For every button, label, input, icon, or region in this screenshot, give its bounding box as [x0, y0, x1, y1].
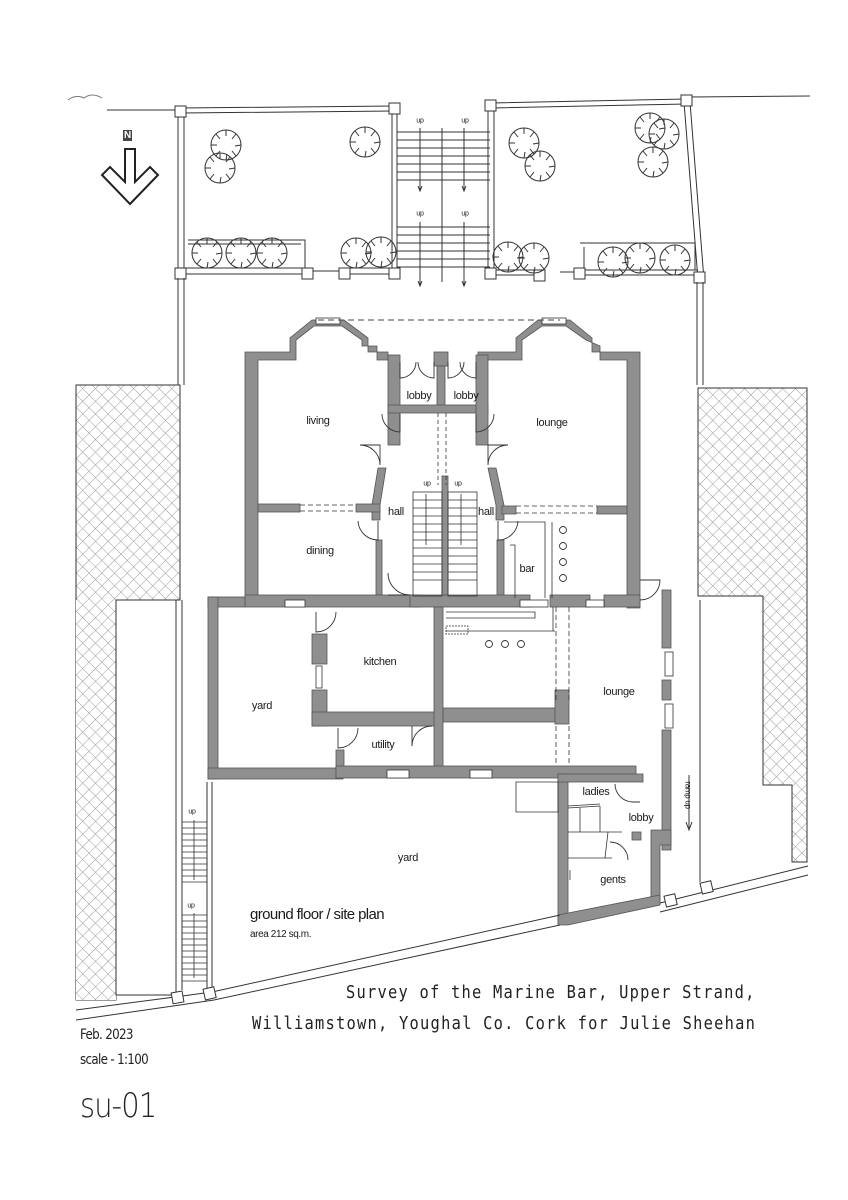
- door-swings: [315, 361, 661, 861]
- stair-up-label: up: [461, 117, 469, 125]
- survey-title-line-2: Williamstown, Youghal Co. Cork for Julie…: [252, 1014, 757, 1034]
- stair-up-label: up: [461, 210, 469, 218]
- stair-up-label: up: [454, 480, 462, 488]
- fixtures: [485, 526, 567, 648]
- room-label-utility: utility: [371, 739, 395, 751]
- stair-up-label: up: [423, 480, 431, 488]
- scribble-mark: [67, 94, 103, 101]
- room-label-dining: dining: [306, 545, 334, 557]
- room-label-lobby-right: lobby: [453, 390, 479, 402]
- stair-up-label: up: [188, 808, 196, 816]
- front-steps: [397, 128, 490, 288]
- stair-up-label: up: [416, 117, 424, 125]
- room-label-hall-left: hall: [388, 506, 404, 518]
- room-label-lobby-left: lobby: [406, 390, 432, 402]
- room-label-lounge-rear: lounge: [603, 686, 635, 698]
- room-label-kitchen: kitchen: [363, 656, 397, 668]
- front-garden-right: [484, 94, 706, 284]
- building-walls: [207, 319, 672, 926]
- sheet-number: su-01: [80, 1086, 157, 1126]
- plan-area: area 212 sq.m.: [250, 929, 312, 940]
- room-label-yard-side: yard: [251, 700, 273, 712]
- plan-title: ground floor / site plan: [250, 906, 385, 923]
- room-label-lounge-front: lounge: [536, 417, 568, 429]
- internal-stairs: [300, 413, 622, 880]
- survey-title-line-1: Survey of the Marine Bar, Upper Strand,: [346, 983, 756, 1003]
- ramp-arrow-icon: [685, 775, 693, 832]
- room-label-ladies: ladies: [582, 786, 610, 798]
- north-arrow-icon: [100, 148, 160, 206]
- room-label-living: living: [306, 415, 330, 427]
- room-label-hall-right: hall: [478, 506, 494, 518]
- drawing-date: Feb. 2023: [80, 1027, 133, 1043]
- stair-up-label: up: [187, 902, 195, 910]
- north-label: N: [123, 130, 133, 141]
- ramp-label: ramp up: [683, 781, 693, 809]
- room-label-bar: bar: [519, 563, 535, 575]
- room-label-lobby-wc: lobby: [628, 812, 654, 824]
- side-stair: [182, 820, 207, 982]
- room-label-yard-rear: yard: [397, 852, 419, 864]
- drawing-scale: scale - 1:100: [80, 1052, 149, 1068]
- room-label-gents: gents: [600, 874, 626, 886]
- stair-up-label: up: [416, 210, 424, 218]
